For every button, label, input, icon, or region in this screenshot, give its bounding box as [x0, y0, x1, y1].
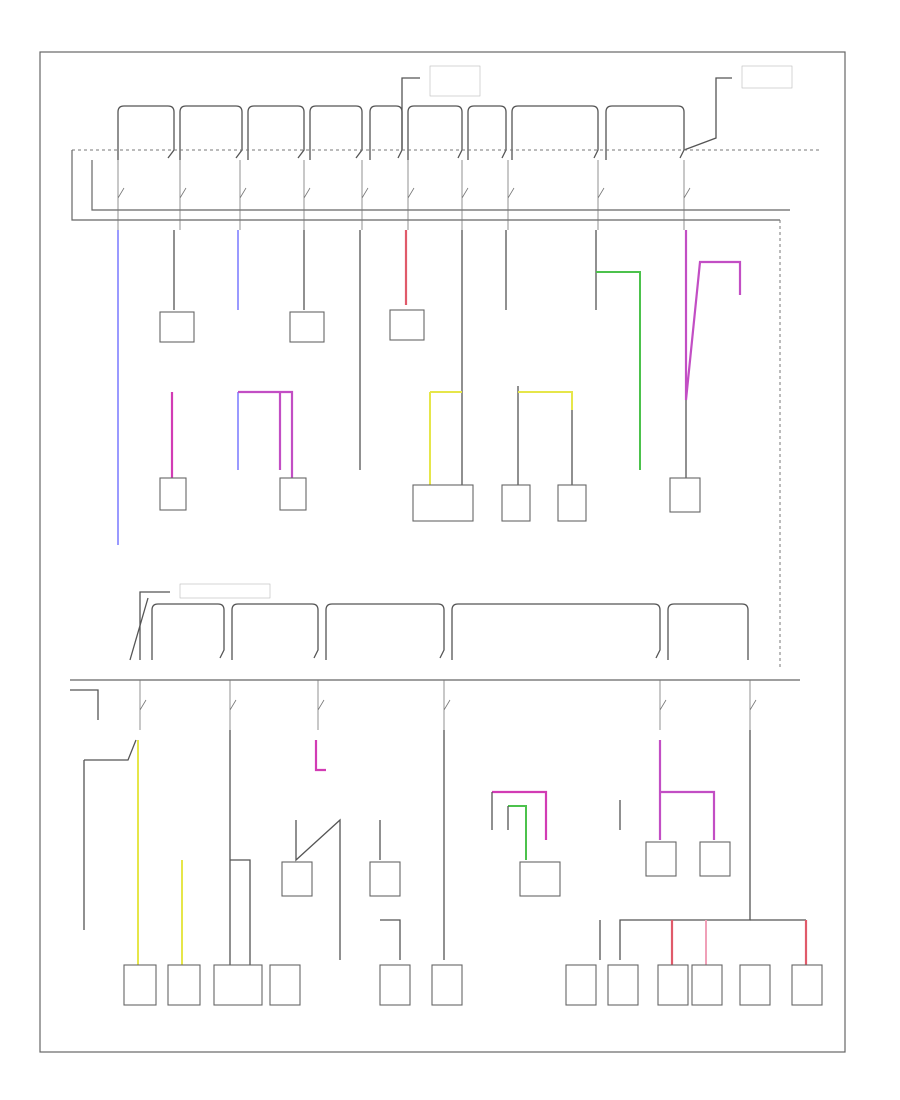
component-box	[657, 964, 689, 1006]
component-box	[739, 964, 771, 1006]
component-box	[607, 964, 639, 1006]
component-box	[645, 841, 677, 877]
component-box	[123, 964, 157, 1006]
component-box	[279, 477, 307, 511]
component-box	[699, 841, 731, 877]
middle-supply-section	[70, 583, 800, 730]
component-box	[431, 964, 463, 1006]
component-box	[412, 484, 474, 522]
component-box	[565, 964, 597, 1006]
component-box	[691, 964, 723, 1006]
component-box	[167, 964, 201, 1006]
bottom-circuit-branches	[83, 730, 823, 1006]
component-box	[159, 311, 195, 343]
component-box	[269, 964, 301, 1006]
component-box	[281, 861, 313, 897]
component-box	[159, 477, 187, 511]
diagram-frame	[39, 51, 846, 1053]
component-box	[213, 964, 263, 1006]
component-box	[289, 311, 325, 343]
component-box	[791, 964, 823, 1006]
top-circuit-branches	[117, 230, 742, 545]
component-box	[389, 309, 425, 341]
top-supply-section	[71, 65, 820, 670]
component-box	[501, 484, 531, 522]
component-box	[557, 484, 587, 522]
component-box	[379, 964, 411, 1006]
component-box	[669, 477, 701, 513]
component-box	[369, 861, 401, 897]
component-box	[519, 861, 561, 897]
